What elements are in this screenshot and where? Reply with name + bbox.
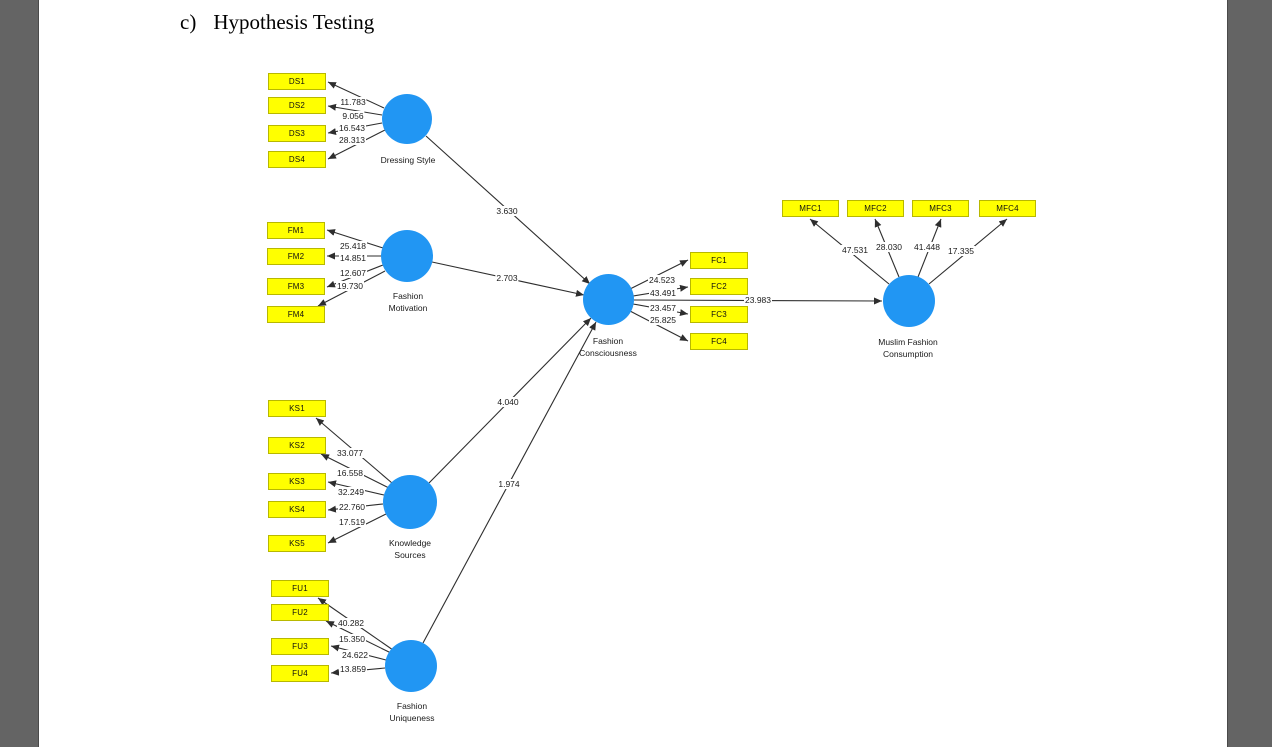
t-value-mfc2: 28.030 [875, 242, 903, 252]
label-fashion-uniqueness: Fashion Uniqueness [389, 701, 435, 723]
t-value-mfc3: 41.448 [913, 242, 941, 252]
indicator-mfc2: MFC2 [847, 200, 904, 217]
t-value-ds1: 11.783 [339, 97, 367, 107]
indicator-fm4: FM4 [267, 306, 325, 323]
t-value-fc2: 43.491 [649, 288, 677, 298]
latent-dressing-style [382, 94, 432, 144]
label-dressing-style: Dressing Style [380, 155, 436, 165]
indicator-ks2: KS2 [268, 437, 326, 454]
label-muslim-fashion-consumption: Muslim Fashion Consumption [878, 337, 938, 359]
indicator-ks3: KS3 [268, 473, 326, 490]
indicator-ks1: KS1 [268, 400, 326, 417]
t-value-fm3: 12.607 [339, 268, 367, 278]
label-knowledge-sources: Knowledge Sources [388, 538, 432, 560]
viewer-left-margin [0, 0, 39, 747]
viewer-right-margin [1227, 0, 1272, 747]
t-value-path-fm-fc: 2.703 [495, 273, 519, 283]
heading-marker: c) [180, 10, 197, 34]
indicator-ks4: KS4 [268, 501, 326, 518]
t-value-fu4: 13.859 [339, 664, 367, 674]
t-value-ks3: 32.249 [337, 487, 365, 497]
t-value-path-ks-fc: 4.040 [496, 397, 520, 407]
t-value-path-fc-mfc: 23.983 [744, 295, 772, 305]
t-value-fu2: 15.350 [338, 634, 366, 644]
indicator-mfc3: MFC3 [912, 200, 969, 217]
t-value-ks1: 33.077 [336, 448, 364, 458]
t-value-fm2: 14.851 [339, 253, 367, 263]
t-value-fm1: 25.418 [339, 241, 367, 251]
t-value-ks4: 22.760 [338, 502, 366, 512]
indicator-fu3: FU3 [271, 638, 329, 655]
t-value-mfc1: 47.531 [841, 245, 869, 255]
latent-muslim-fashion-consumption [883, 275, 935, 327]
indicator-fc2: FC2 [690, 278, 748, 295]
indicator-fu1: FU1 [271, 580, 329, 597]
t-value-ds2: 9.056 [341, 111, 365, 121]
t-value-ds3: 16.543 [338, 123, 366, 133]
indicator-ds1: DS1 [268, 73, 326, 90]
t-value-fc1: 24.523 [648, 275, 676, 285]
t-value-ds4: 28.313 [338, 135, 366, 145]
latent-fashion-motivation [381, 230, 433, 282]
t-value-mfc4: 17.335 [947, 246, 975, 256]
indicator-fm1: FM1 [267, 222, 325, 239]
indicator-fu4: FU4 [271, 665, 329, 682]
latent-knowledge-sources [383, 475, 437, 529]
latent-fashion-consciousness [583, 274, 634, 325]
indicator-mfc4: MFC4 [979, 200, 1036, 217]
indicator-ds2: DS2 [268, 97, 326, 114]
indicator-ds3: DS3 [268, 125, 326, 142]
t-value-fu1: 40.282 [337, 618, 365, 628]
indicator-fm2: FM2 [267, 248, 325, 265]
indicator-fc1: FC1 [690, 252, 748, 269]
t-value-path-ds-fc: 3.630 [495, 206, 519, 216]
indicator-ks5: KS5 [268, 535, 326, 552]
indicator-fm3: FM3 [267, 278, 325, 295]
label-fashion-consciousness: Fashion Consciousness [579, 336, 637, 358]
label-fashion-motivation: Fashion Motivation [388, 291, 428, 313]
t-value-path-fu-fc: 1.974 [497, 479, 521, 489]
t-value-ks5: 17.519 [338, 517, 366, 527]
t-value-fm4: 19.730 [336, 281, 364, 291]
indicator-fu2: FU2 [271, 604, 329, 621]
section-heading: c) Hypothesis Testing [180, 10, 374, 35]
t-value-ks2: 16.558 [336, 468, 364, 478]
indicator-fc3: FC3 [690, 306, 748, 323]
t-value-fc3: 23.457 [649, 303, 677, 313]
t-value-fu3: 24.622 [341, 650, 369, 660]
indicator-ds4: DS4 [268, 151, 326, 168]
t-value-fc4: 25.825 [649, 315, 677, 325]
latent-fashion-uniqueness [385, 640, 437, 692]
heading-text: Hypothesis Testing [213, 10, 375, 34]
indicator-mfc1: MFC1 [782, 200, 839, 217]
indicator-fc4: FC4 [690, 333, 748, 350]
